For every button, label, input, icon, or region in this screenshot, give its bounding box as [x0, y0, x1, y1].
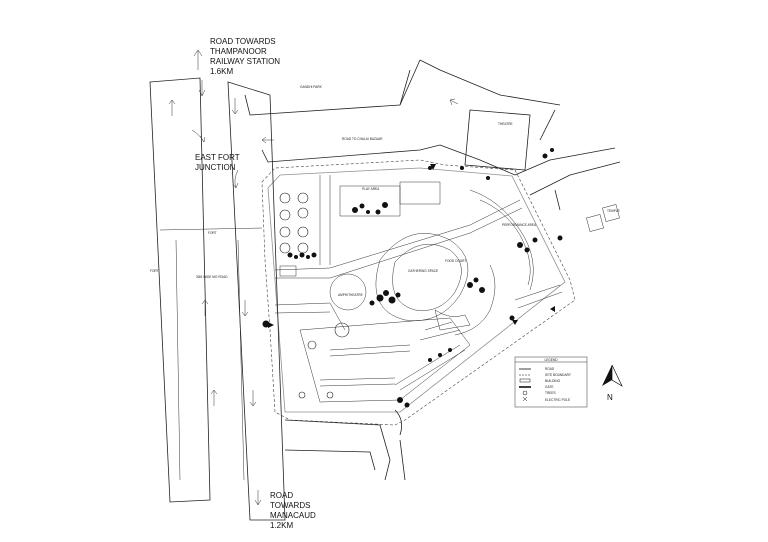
legend-pole-symbol	[522, 396, 528, 402]
north-roads	[193, 49, 561, 176]
fort-top-label: FORT	[208, 231, 217, 235]
legend-item: SITE BOUNDARY	[545, 373, 572, 377]
entry-arrows	[268, 164, 555, 328]
legend-item: GATE	[545, 385, 553, 389]
trees	[279, 192, 350, 399]
gandhi-park-label: GANDHI PARK	[300, 85, 323, 89]
legend-item: ELECTRIC POLE	[545, 398, 570, 402]
site-paths	[274, 175, 534, 403]
fort-left-label: FORT	[150, 269, 159, 273]
parking-area	[319, 284, 563, 391]
gathering-space-label: GATHERING SPACE	[408, 269, 438, 273]
legend-item: BUILDING	[545, 379, 561, 383]
legend-tree-symbol	[522, 390, 528, 396]
site-buildings	[279, 181, 441, 277]
temple-label: TEMPLE	[607, 209, 620, 213]
wide-road-label: 30M WIDE MG ROAD	[196, 275, 228, 279]
amphitheatre-label: AMPHITHEATRE	[338, 293, 363, 297]
legend-building-symbol	[519, 378, 531, 383]
north-label: N	[607, 393, 613, 402]
legend-title: LEGEND	[544, 358, 558, 362]
site-boundary	[261, 159, 576, 426]
theatre-label: THEATRE	[498, 122, 513, 126]
legend-item: ROAD	[545, 367, 555, 371]
mg-road	[149, 77, 286, 521]
legend: LEGEND ROAD SITE BOUNDARY BUILDING GATE …	[514, 356, 588, 408]
food-court-label: FOOD COURT	[445, 259, 466, 263]
north-arrow-icon: N	[602, 364, 623, 402]
legend-item: TREES	[545, 391, 556, 395]
chalai-road-label: ROAD TO CHALAI BAZAAR	[342, 137, 383, 141]
temple-road	[514, 109, 621, 232]
tree-clusters	[262, 148, 563, 408]
play-area-label: PLAY AREA	[362, 187, 380, 191]
theatre-block	[464, 109, 531, 171]
performance-area-label: PERFORMANCE AREA	[502, 223, 537, 227]
